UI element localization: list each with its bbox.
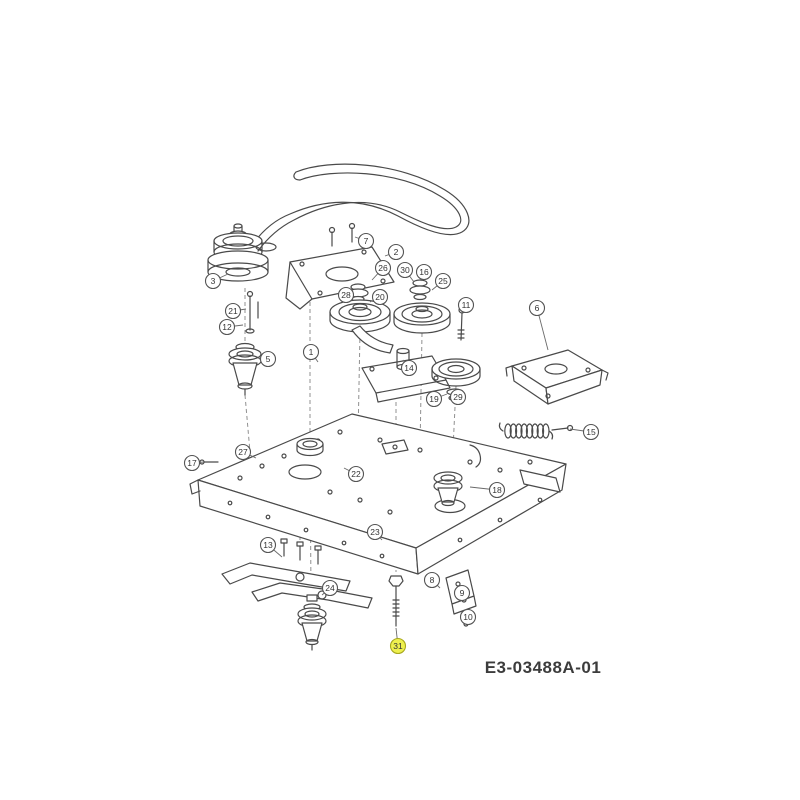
callout-balloon-27 [234, 443, 252, 461]
callout-balloon-5 [259, 350, 277, 368]
diagram-code: E3-03488A-01 [485, 658, 602, 677]
callout-number-25: 25 [438, 276, 448, 286]
callout-number-27: 27 [238, 447, 248, 457]
callout-balloon-23 [366, 523, 384, 541]
spindle-assembly-bottom [297, 594, 327, 651]
callout-balloon-30 [396, 261, 414, 279]
callout-number-30: 30 [400, 265, 410, 275]
callout-balloon-16 [415, 263, 433, 281]
callout-number-19: 19 [429, 394, 439, 404]
callout-number-14: 14 [404, 363, 414, 373]
callout-number-9: 9 [460, 588, 465, 598]
clutch-shaft-bolt [245, 290, 259, 334]
callout-number-11: 11 [462, 300, 471, 310]
callout-number-3: 3 [211, 276, 216, 286]
callout-balloon-15 [582, 423, 600, 441]
extension-spring [498, 422, 574, 440]
callout-balloon-20 [371, 288, 389, 306]
callout-number-1: 1 [309, 347, 314, 357]
spindle-assembly-left [228, 342, 262, 396]
callout-balloon-3 [204, 272, 222, 290]
callout-balloon-31 [389, 637, 407, 655]
callout-number-24: 24 [325, 583, 335, 593]
callout-number-18: 18 [492, 485, 502, 495]
deck-spindle [433, 471, 463, 507]
callout-balloon-7 [357, 232, 375, 250]
callout-number-28: 28 [341, 290, 351, 300]
callout-number-13: 13 [263, 540, 273, 550]
blade-bolt [388, 575, 404, 627]
callout-number-7: 7 [364, 236, 369, 246]
idler-arm [351, 325, 394, 354]
callout-balloon-11 [457, 296, 475, 314]
deck-shell [189, 413, 567, 575]
callout-number-23: 23 [370, 527, 380, 537]
callout-balloon-8 [423, 571, 441, 589]
callout-balloon-22 [347, 465, 365, 483]
flat-idler-pulley [329, 299, 391, 333]
callout-number-21: 21 [228, 306, 238, 316]
callout-balloon-2 [387, 243, 405, 261]
v-idler-pulley [393, 302, 451, 334]
electric-clutch [207, 223, 269, 282]
callout-balloon-28 [337, 286, 355, 304]
callout-balloon-17 [183, 454, 201, 472]
callout-balloon-25 [434, 272, 452, 290]
callout-balloon-1 [302, 343, 320, 361]
callout-balloon-26 [374, 259, 392, 277]
callout-balloon-6 [528, 299, 546, 317]
callout-number-10: 10 [463, 612, 473, 622]
callout-balloon-9 [453, 584, 471, 602]
callout-number-8: 8 [430, 575, 435, 585]
callout-balloon-19 [425, 390, 443, 408]
washer-stack-2 [409, 279, 431, 301]
engine-bracket [285, 222, 395, 310]
idler-bracket [361, 347, 451, 403]
callout-balloon-21 [224, 302, 242, 320]
callout-balloon-12 [218, 318, 236, 336]
pulley-right [431, 358, 481, 402]
callout-number-16: 16 [419, 267, 429, 277]
callout-number-17: 17 [187, 458, 197, 468]
callout-number-29: 29 [453, 392, 463, 402]
callout-number-2: 2 [394, 247, 399, 257]
callout-number-20: 20 [375, 292, 385, 302]
callout-number-15: 15 [586, 427, 596, 437]
belt-cover [505, 349, 609, 405]
callout-balloon-29 [449, 388, 467, 406]
callout-number-22: 22 [351, 469, 361, 479]
callout-balloon-13 [259, 536, 277, 554]
callout-number-5: 5 [266, 354, 271, 364]
callout-number-12: 12 [222, 322, 232, 332]
callout-balloon-18 [488, 481, 506, 499]
deck-idler-pulley [296, 437, 409, 457]
callout-balloon-24 [321, 579, 339, 597]
callout-balloon-14 [400, 359, 418, 377]
callout-number-6: 6 [535, 303, 540, 313]
callout-number-26: 26 [378, 263, 388, 273]
callout-balloon-10 [459, 608, 477, 626]
callout-number-31: 31 [393, 641, 403, 651]
